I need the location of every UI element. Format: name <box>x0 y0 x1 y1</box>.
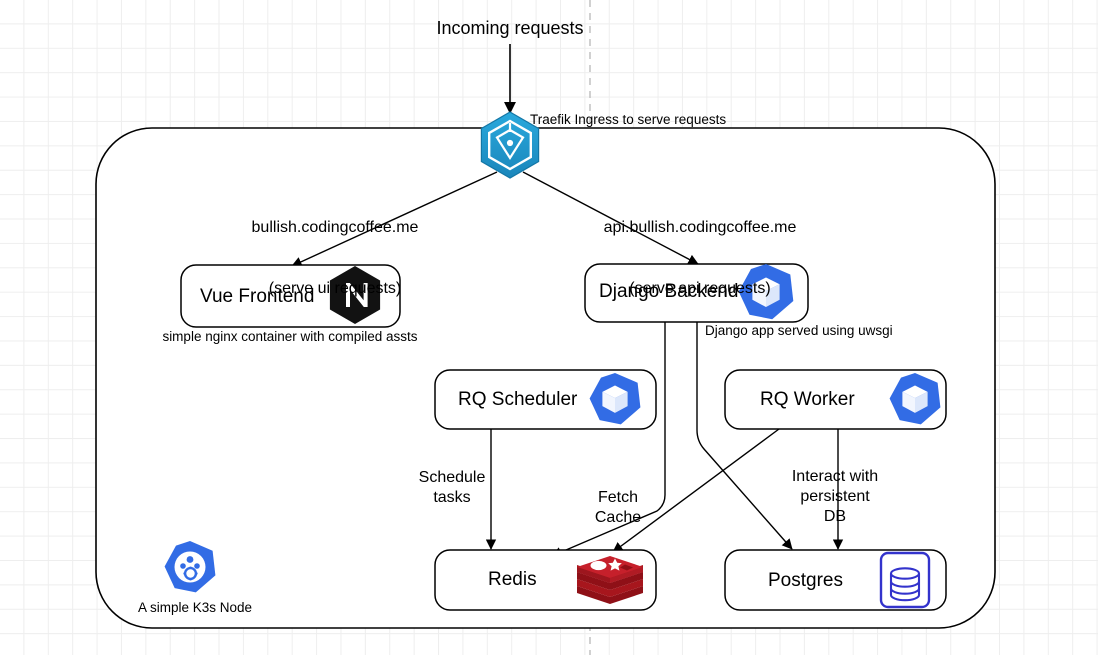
node-note-django-backend: Django app served using uwsgi <box>705 323 893 338</box>
edge-label-schedule-tasks: Schedule tasks <box>418 469 486 507</box>
route-purpose-api: (serve api requests) <box>629 279 771 297</box>
kubernetes-icon <box>738 264 794 320</box>
redis-icon <box>577 556 643 604</box>
edge-django-to-postgres <box>696 321 793 550</box>
edge-ingress-to-vue-frontend <box>291 171 498 267</box>
k3s-node-label: A simple K3s Node <box>137 600 253 615</box>
postgresql-icon <box>879 551 931 609</box>
node-label-postgres: Postgres <box>768 570 843 591</box>
edge-label-fetch-cache: Fetch Cache <box>594 489 642 527</box>
traefik-ingress-note: Traefik Ingress to serve requests <box>530 112 727 127</box>
traefik-icon <box>480 111 540 179</box>
route-purpose-ui: (serve ui requests) <box>268 279 402 297</box>
node-label-rq-worker: RQ Worker <box>760 389 855 410</box>
edge-label-interact-db: Interact with persistent DB <box>791 468 879 526</box>
route-host-api: api.bullish.codingcoffee.me <box>603 219 797 237</box>
route-label-api: api.bullish.codingcoffee.me (serve api r… <box>575 178 825 339</box>
node-label-rq-scheduler: RQ Scheduler <box>458 389 578 410</box>
node-label-django-backend: Django Backend <box>599 281 739 302</box>
kubernetes-icon <box>589 373 641 425</box>
kubernetes-icon <box>889 373 941 425</box>
edge-rq-worker-to-redis <box>612 428 780 553</box>
route-label-ui: bullish.codingcoffee.me (serve ui reques… <box>215 178 455 339</box>
edge-ingress-to-django-backend <box>522 171 699 265</box>
route-host-ui: bullish.codingcoffee.me <box>251 219 419 237</box>
k3s-icon <box>164 541 216 593</box>
edge-django-to-redis <box>551 321 666 558</box>
incoming-requests-label: Incoming requests <box>436 18 584 38</box>
node-box-rq-worker[interactable] <box>724 369 947 430</box>
node-note-vue-frontend: simple nginx container with compiled ass… <box>162 329 418 344</box>
nginx-icon <box>329 266 381 324</box>
node-label-vue-frontend: Vue Frontend <box>200 286 315 307</box>
node-label-redis: Redis <box>488 569 537 590</box>
